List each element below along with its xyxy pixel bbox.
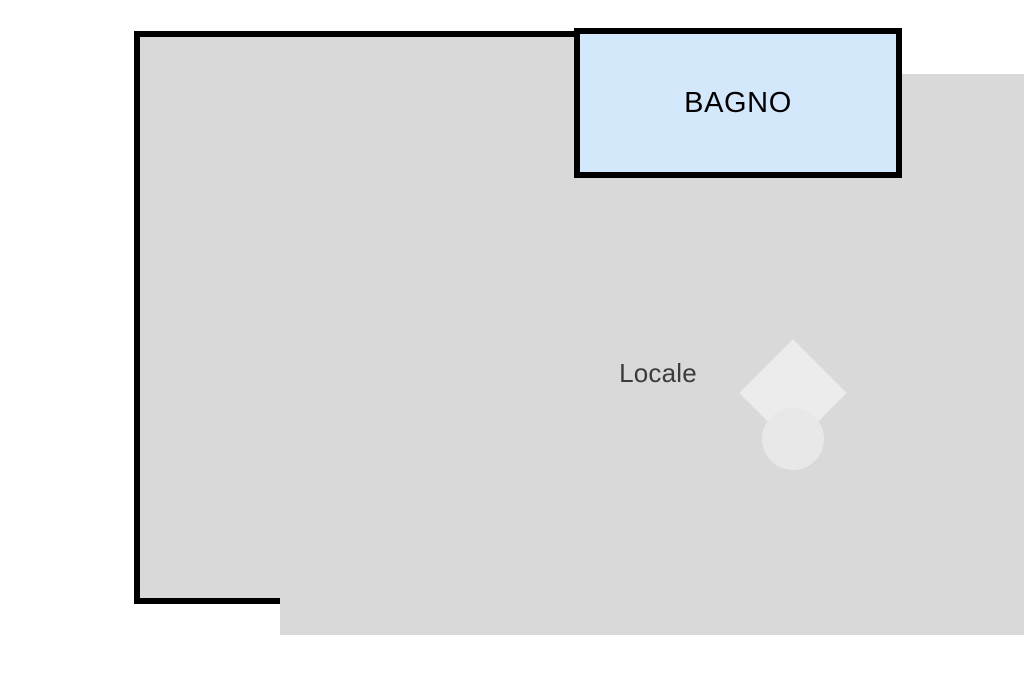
room-bagno-label: BAGNO bbox=[684, 86, 792, 119]
room-bagno[interactable]: BAGNO bbox=[574, 28, 902, 178]
room-locale-label: Locale bbox=[619, 358, 697, 388]
map-pin-watermark-icon bbox=[722, 332, 864, 474]
